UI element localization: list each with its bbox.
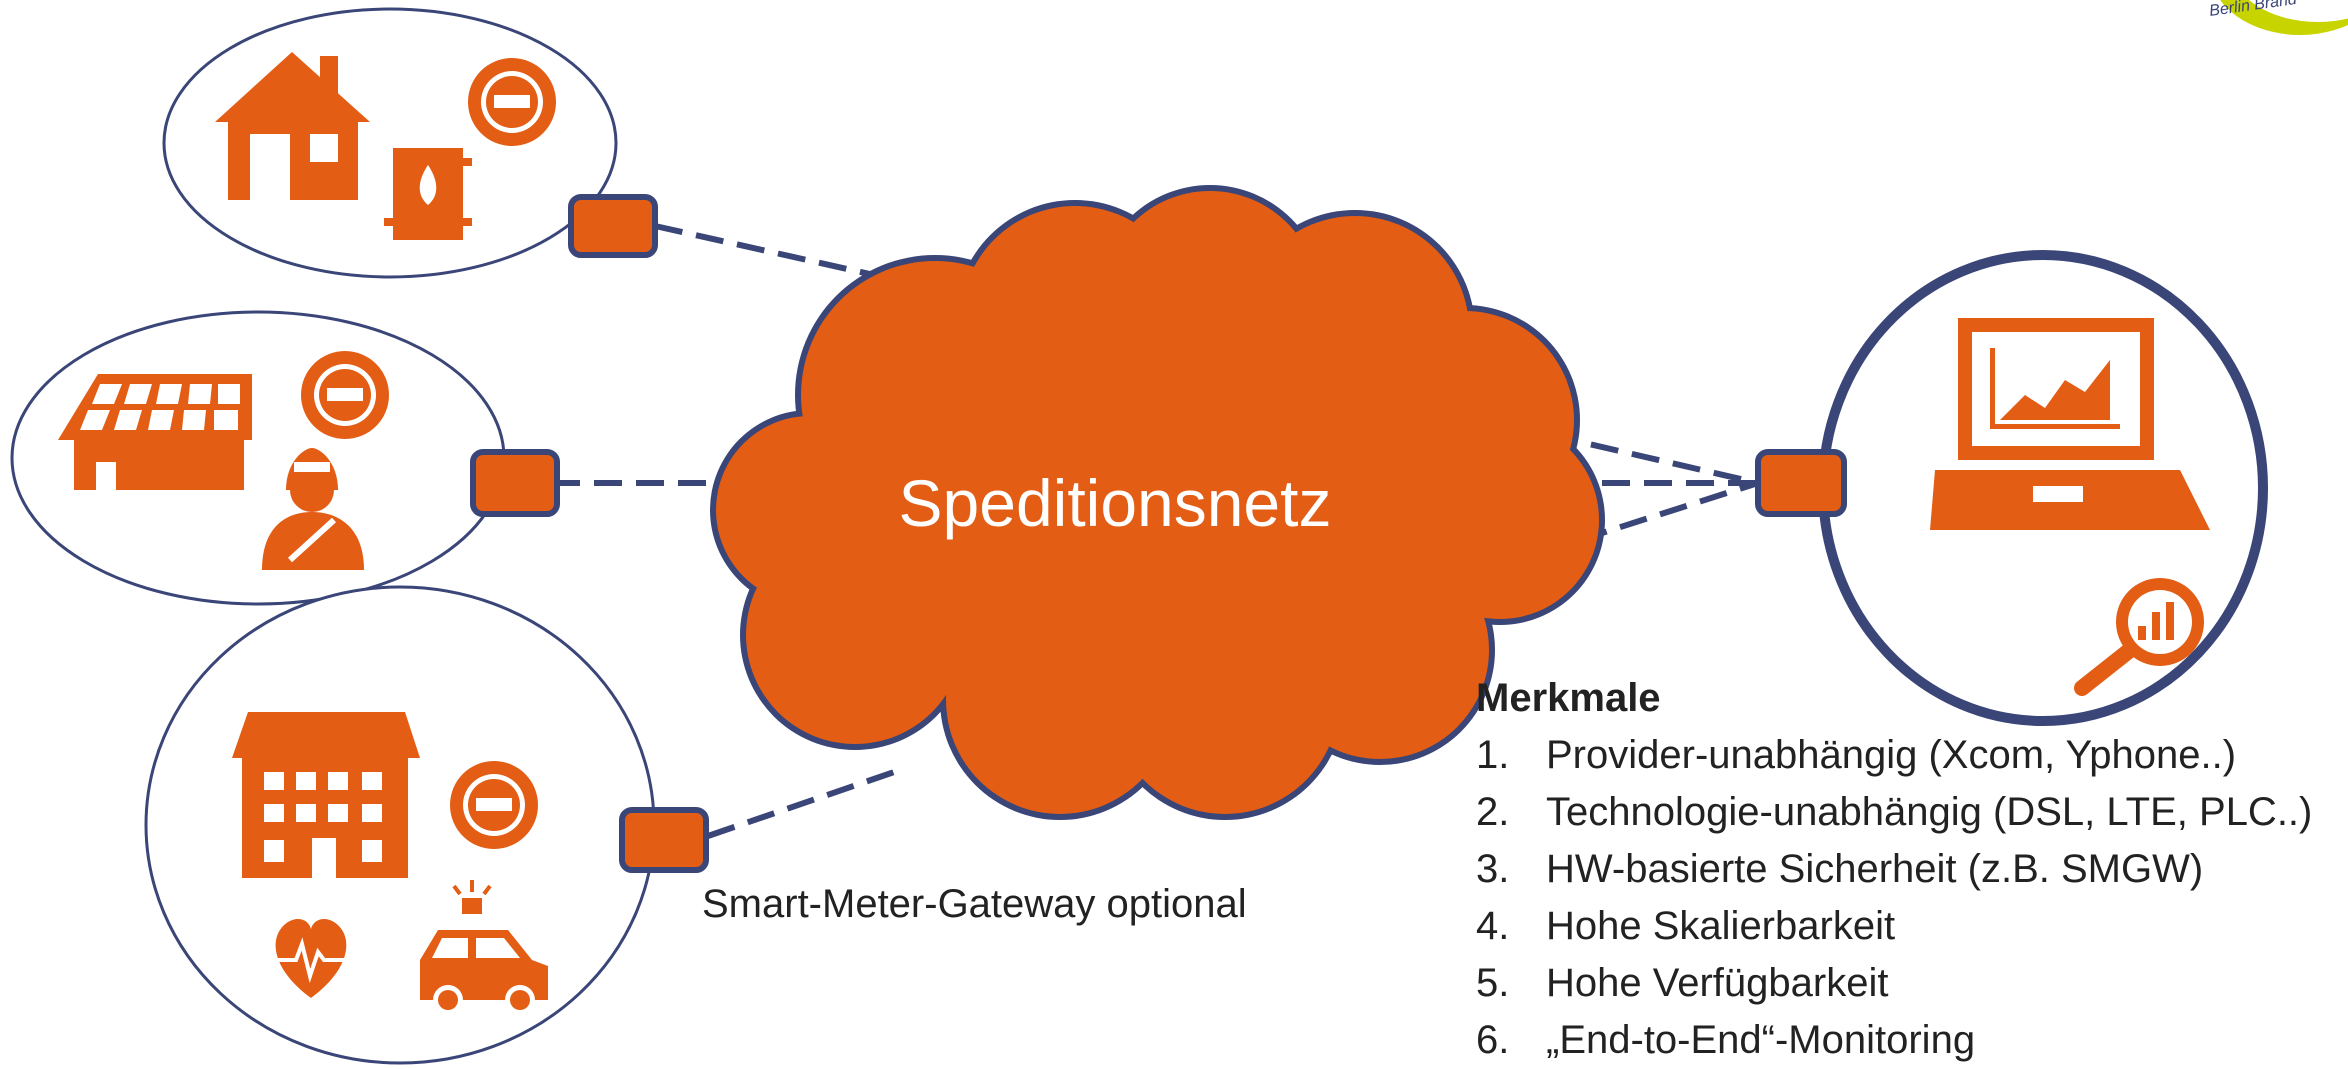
gateway-box-top <box>568 194 658 258</box>
gas-boiler-icon <box>384 148 472 240</box>
logo: Berlin Brand <box>2208 0 2348 35</box>
connection-top <box>654 223 951 295</box>
smart-meter-icon <box>301 351 389 439</box>
feature-item: 4. Hohe Skalierbarkeit <box>1476 898 2336 955</box>
connections <box>552 223 1759 839</box>
feature-number: 1. <box>1476 733 1510 777</box>
laptop-chart-icon <box>1930 318 2210 530</box>
features-list: 1. Provider-unabhängig (Xcom, Yphone..) 2… <box>1476 727 2336 1069</box>
feature-item: 2. Technologie-unabhängig (DSL, LTE, PLC.… <box>1476 784 2336 841</box>
feature-number: 6. <box>1476 1018 1510 1062</box>
house-icon <box>215 52 370 200</box>
feature-number: 2. <box>1476 790 1510 834</box>
feature-item: 3. HW-basierte Sicherheit (z.B. SMGW) <box>1476 841 2336 898</box>
feature-item: 5. Hohe Verfügbarkeit <box>1476 955 2336 1012</box>
group-building <box>144 585 656 1065</box>
feature-text: Hohe Verfügbarkeit <box>1546 961 1889 1005</box>
heart-rate-icon <box>275 919 347 998</box>
connection-right-3 <box>1579 480 1759 543</box>
connection-right-1 <box>1549 432 1759 486</box>
gateway-note: Smart-Meter-Gateway optional <box>702 882 1247 926</box>
gateway-box-right <box>1755 449 1847 517</box>
feature-item: 6. „End-to-End“-Monitoring <box>1476 1012 2336 1069</box>
group-control-center <box>1818 250 2268 726</box>
group-household <box>162 7 618 279</box>
technician-icon <box>262 448 364 570</box>
emergency-vehicle-icon <box>420 880 548 1015</box>
cloud-label: Speditionsnetz <box>898 466 1332 540</box>
smart-meter-icon <box>450 761 538 849</box>
features-title: Merkmale <box>1476 676 1661 720</box>
feature-number: 4. <box>1476 904 1510 948</box>
feature-item: 1. Provider-unabhängig (Xcom, Yphone..) <box>1476 727 2336 784</box>
apartment-building-icon <box>232 712 420 878</box>
solar-roof-icon <box>58 374 252 490</box>
gateway-box-middle <box>470 449 560 517</box>
feature-number: 5. <box>1476 961 1510 1005</box>
feature-text: Provider-unabhängig (Xcom, Yphone..) <box>1546 733 2237 777</box>
feature-text: Hohe Skalierbarkeit <box>1546 904 1896 948</box>
cloud <box>710 185 1605 820</box>
feature-text: HW-basierte Sicherheit (z.B. SMGW) <box>1546 847 2204 891</box>
analytics-magnifier-icon <box>2074 578 2204 696</box>
group-producer <box>10 310 506 606</box>
smart-meter-icon <box>468 58 556 146</box>
feature-number: 3. <box>1476 847 1510 891</box>
feature-text: Technologie-unabhängig (DSL, LTE, PLC..) <box>1546 790 2313 834</box>
connection-bottom <box>707 767 901 839</box>
features-panel: Merkmale 1. Provider-unabhängig (Xcom, Yp… <box>1476 676 2336 1069</box>
gateways <box>470 194 1847 873</box>
gateway-box-bottom <box>619 807 709 873</box>
feature-text: „End-to-End“-Monitoring <box>1546 1018 1976 1062</box>
